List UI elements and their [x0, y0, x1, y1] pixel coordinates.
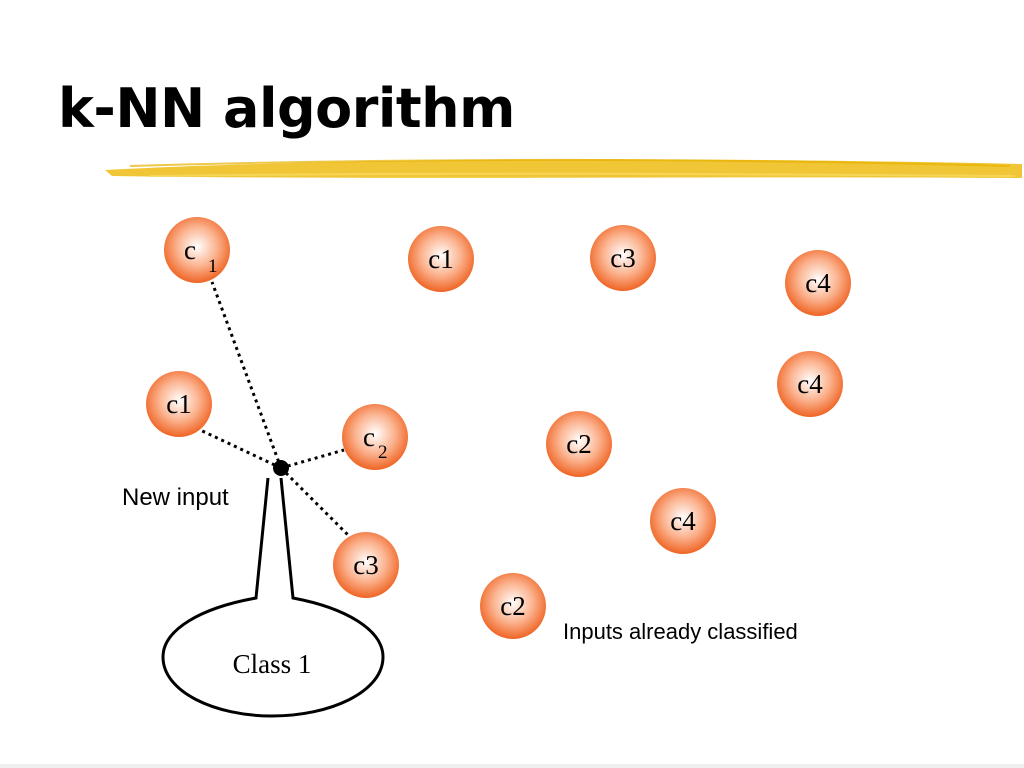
distance-line-to-c3 [279, 466, 352, 539]
title-underline-stroke [105, 159, 1022, 178]
class-callout-bubble [161, 477, 385, 718]
node: c 2 [342, 404, 408, 470]
node-label: c1 [166, 389, 191, 419]
node: c2 [480, 573, 546, 639]
distance-line-to-c1-top [210, 281, 283, 469]
node: c4 [650, 488, 716, 554]
node: c3 [590, 225, 656, 291]
distance-line-to-c1 [195, 426, 282, 470]
node: c4 [785, 250, 851, 316]
node-label: c4 [805, 268, 831, 298]
distance-line-to-c2 [280, 448, 345, 470]
node-label: c2 [566, 429, 591, 459]
bottom-rule [0, 764, 1024, 768]
node-label: c3 [610, 243, 635, 273]
node-label: c1 [428, 244, 453, 274]
node-label: c4 [670, 506, 696, 536]
distance-lines [195, 281, 352, 539]
node: c2 [546, 411, 612, 477]
node-subscript: 2 [378, 442, 388, 463]
node: c1 [146, 371, 212, 437]
node-label: c [184, 235, 196, 265]
new-input-point [273, 460, 289, 476]
node-subscript: 1 [208, 256, 218, 277]
class-callout-label: Class 1 [233, 649, 312, 679]
node: c 1 [164, 217, 230, 283]
node-label: c2 [500, 591, 525, 621]
node-label: c3 [353, 550, 378, 580]
slide-title: k-NN algorithm [58, 77, 515, 140]
node: c3 [333, 532, 399, 598]
node-label: c4 [797, 369, 823, 399]
new-input-label: New input [122, 484, 229, 511]
node: c4 [777, 351, 843, 417]
node-label: c [363, 422, 375, 452]
already-classified-label: Inputs already classified [563, 619, 798, 644]
node: c1 [408, 226, 474, 292]
